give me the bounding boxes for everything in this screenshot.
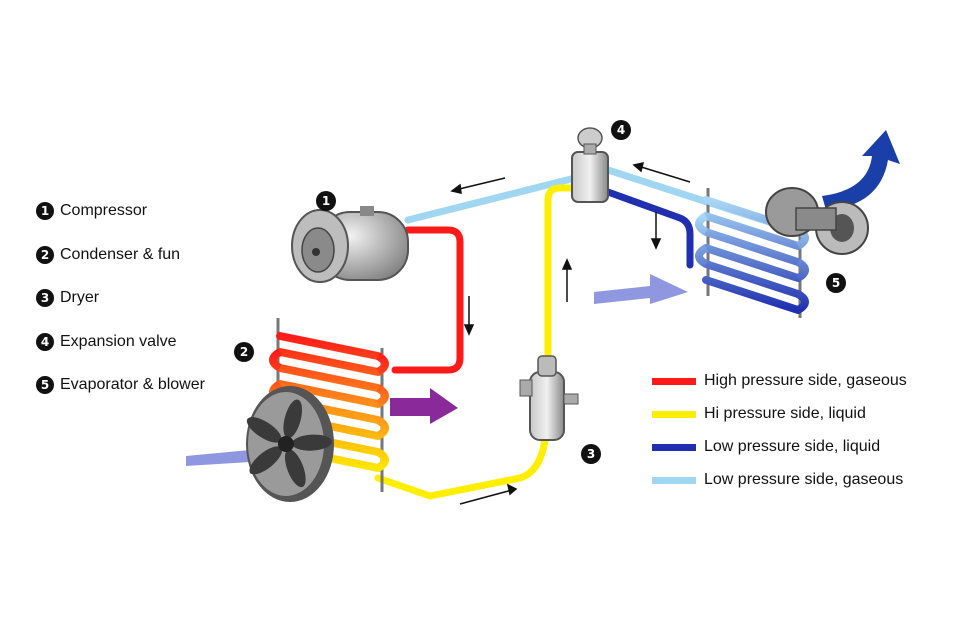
component-label: Condenser & fun <box>60 245 181 263</box>
badge-expansion-valve: 4 <box>611 120 631 140</box>
legend-swatch <box>652 443 696 451</box>
legend-label: Low pressure side, gaseous <box>704 471 904 488</box>
dryer <box>519 355 579 441</box>
airflow-hot-out <box>390 388 458 424</box>
legend-label: Low pressure side, liquid <box>704 438 881 455</box>
line-high-liquid-to-dryer <box>374 436 549 500</box>
component-number: 1 <box>36 202 54 220</box>
badge-compressor: 1 <box>316 191 336 211</box>
compressor <box>291 206 409 283</box>
line-high-liquid-to-valve <box>544 184 579 359</box>
component-label: Dryer <box>60 289 100 306</box>
airflow-cold-out <box>822 130 900 210</box>
component-number: 3 <box>36 289 54 307</box>
component-number: 4 <box>36 332 54 351</box>
component-item-condenser: 2 Condenser & fun <box>36 244 205 266</box>
legend-label: High pressure side, gaseous <box>704 372 907 389</box>
condenser-fan <box>246 386 334 502</box>
legend-item-low-gas: Low pressure side, gaseous <box>652 469 907 491</box>
component-label: Compressor <box>60 202 148 219</box>
badge-evaporator: 5 <box>826 273 846 293</box>
line-low-gas-to-compressor <box>404 174 579 224</box>
legend: High pressure side, gaseous Hi pressure … <box>652 370 907 502</box>
legend-swatch <box>652 476 696 484</box>
evaporator <box>695 188 809 318</box>
component-item-dryer: 3 Dryer <box>36 287 205 309</box>
expansion-valve <box>571 127 609 203</box>
component-label: Expansion valve <box>60 332 177 350</box>
component-number: 5 <box>36 376 54 394</box>
component-list: 1 Compressor 2 Condenser & fun 3 Dryer 4… <box>36 200 205 418</box>
badge-dryer: 3 <box>581 444 601 464</box>
component-item-evaporator: 5 Evaporator & blower <box>36 374 205 396</box>
legend-swatch <box>652 377 696 385</box>
line-low-liquid-to-evaporator <box>604 188 694 269</box>
legend-item-low-liquid: Low pressure side, liquid <box>652 436 907 458</box>
legend-label: Hi pressure side, liquid <box>704 405 866 422</box>
line-high-gas-to-condenser <box>391 226 464 374</box>
badge-condenser: 2 <box>234 342 254 362</box>
airflow-into-evaporator <box>594 274 688 304</box>
legend-item-high-gas: High pressure side, gaseous <box>652 370 907 392</box>
component-label: Evaporator & blower <box>60 376 205 393</box>
legend-swatch <box>652 410 696 418</box>
blower <box>765 187 869 255</box>
component-item-expansion-valve: 4 Expansion valve <box>36 331 205 353</box>
component-item-compressor: 1 Compressor <box>36 200 205 222</box>
component-number: 2 <box>36 245 54 264</box>
flow-arrows <box>450 162 691 505</box>
legend-item-high-liquid: Hi pressure side, liquid <box>652 403 907 425</box>
